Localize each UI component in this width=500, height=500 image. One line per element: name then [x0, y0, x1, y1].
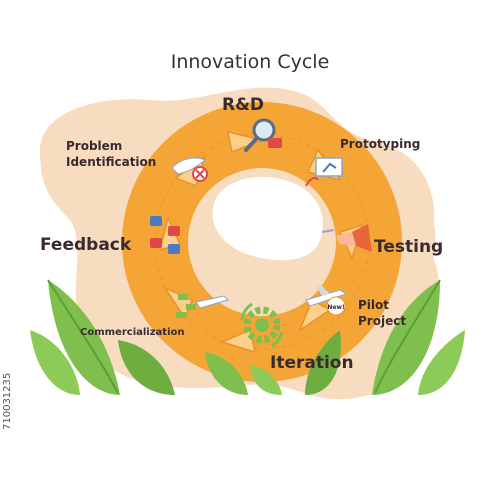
inner-hole	[212, 176, 323, 261]
diagram-title: Innovation Cycle	[170, 51, 330, 73]
stage-label-testing: Testing	[374, 237, 444, 257]
stage-label-pilot-line2: Project	[358, 314, 407, 328]
stage-label-iteration: Iteration	[270, 353, 354, 373]
gear-icon	[240, 302, 284, 348]
stock-id-watermark: 710031235	[2, 372, 13, 430]
leaves-right	[305, 279, 465, 395]
arrow-bottom-right	[298, 298, 332, 332]
stage-label-problem-line2: Identification	[66, 155, 157, 169]
dove-icon	[171, 157, 208, 182]
stage-label-pilot-line1: Pilot	[358, 298, 390, 312]
stage-label-prototyping: Prototyping	[340, 137, 421, 151]
magnifier-icon	[244, 118, 282, 152]
stage-label-feedback: Feedback	[40, 235, 132, 255]
money-icon	[176, 294, 229, 318]
leaves-center	[205, 352, 282, 395]
megaphone-icon	[321, 224, 372, 252]
new-badge-text: New!	[327, 304, 344, 311]
airplane-icon	[305, 286, 348, 307]
stage-label-rd: R&D	[222, 95, 265, 115]
leaves-left	[30, 279, 175, 395]
social-feedback-icon	[150, 216, 180, 254]
stage-label-problem-line1: Problem	[66, 139, 123, 153]
arrow-bottom	[219, 328, 257, 354]
stage-label-commercialization: Commercialization	[80, 327, 185, 338]
presentation-icon	[305, 157, 343, 187]
new-badge: New!	[326, 296, 346, 316]
